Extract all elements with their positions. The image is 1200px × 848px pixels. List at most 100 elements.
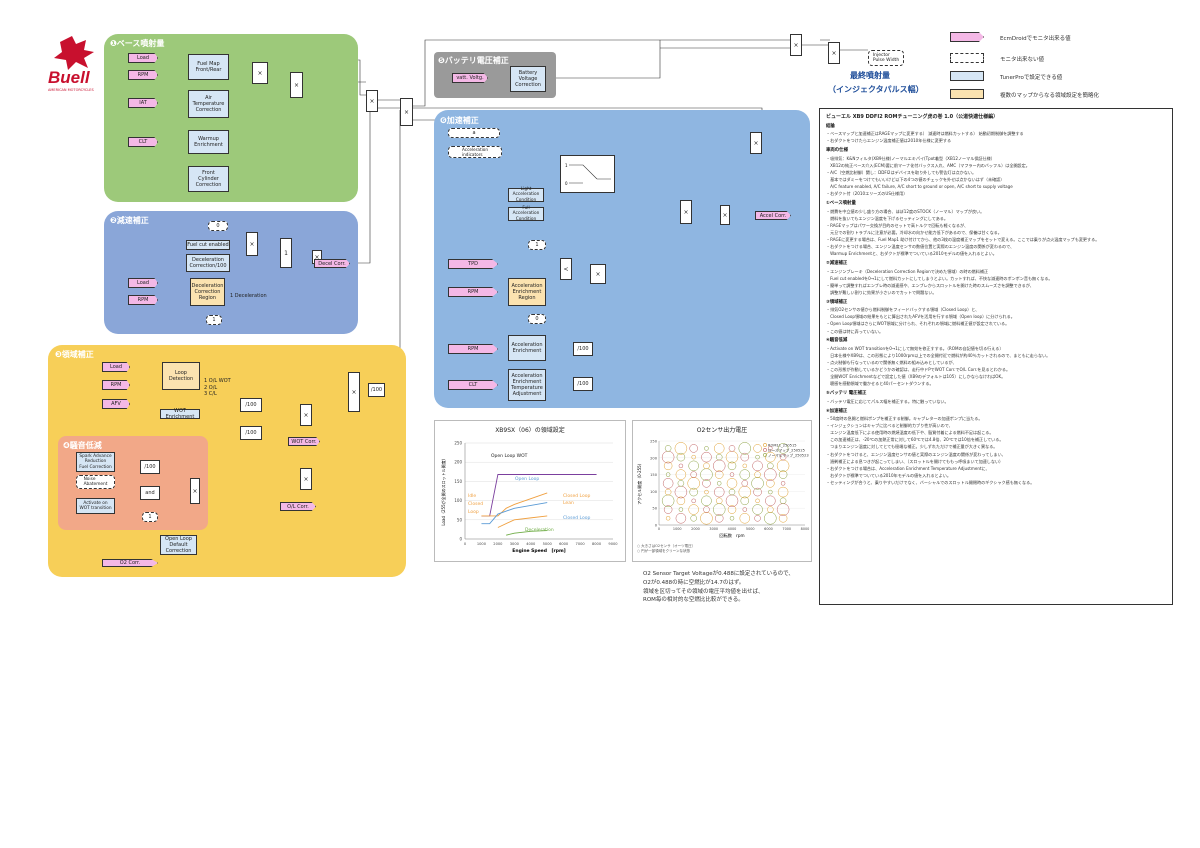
notes-line: ・この形態が作動しているかどうかの確認は、走行中ドPでWOT Corr.でO/L… [826,367,1011,373]
series-line-3 [481,502,548,525]
y-axis-label: Load（255が全開のスロットル開度） [440,456,446,525]
accel-mult-2: × [680,200,692,224]
x-tick-label: 8000 [592,542,602,546]
notes-line: 過剰補正による息つきが起こってしまい、（スロットルを開けてももっ呼吸まいて加速し… [826,458,1004,464]
series-line-4 [506,530,548,536]
notes-line: ・右ダクトをつける場合は、Acceleration Enrichment Tem… [826,465,990,471]
bubble-mark [754,471,761,478]
winged-lion-icon [54,36,94,70]
notes-line: A/C feature enabled, A/C failure, A/C sh… [826,184,1013,190]
bubble-mark [764,468,777,481]
accel-mult-4: × [750,132,762,154]
x-tick-label: 7000 [576,542,586,546]
region-div100-a: /100 [240,398,262,412]
bubble-mark [687,477,700,490]
legend-entry: ローズマップ_250525 [768,448,805,453]
chart-annotation: Idle [468,493,476,499]
bubble-mark [740,452,750,462]
x-tick-label: 0 [464,542,467,546]
notes-heading: 車両の仕様 [826,148,848,154]
bubble-mark [665,472,671,477]
panel-decel-title: ❷減速補正 [110,216,149,225]
bubble-mark [766,479,775,488]
region-chart-title: XB9SX（06）の領域設定 [495,427,565,434]
bubble-mark [678,507,684,512]
bubble-mark [663,505,673,514]
accel-corr-output: Accel Corr. [755,211,791,220]
notes-line: ・Open Loop領域はさらにWOT領域に分けられ、それぞれの領域に燃料補正値… [826,321,1010,327]
region-chart-note-line: ROM毎の相対的な空燃比比較ができる。 [643,597,744,604]
notes-line: この加速補正は、-20℃の加熱正常に対して60℃では4.8倍、20℃では10倍を… [826,437,1004,443]
region-load-signal: Load [102,362,130,372]
full-accel-condition: Full Acceleration Condition [508,206,544,222]
y-tick-label: 50 [457,517,463,522]
bubble-mark [700,468,713,481]
x-tick-label: 8000 [801,527,810,531]
legend-label-ecmdroid: EcmDroidでモニタ出来る値 [1000,36,1071,42]
region-chart-note-line: 領域を区切ってその領域の電圧平均値を出せば、 [643,588,764,595]
noise-one-const: 1 [142,512,158,522]
notes-line: Closed Loop領域の結果をもとに算出されたAFVを活用を行する領域（Op… [826,314,1015,320]
bubble-mark [713,486,725,498]
chart-note: ○ 大きさはO2センサ（オーツ電圧） [637,543,695,548]
bubble-mark [674,485,688,499]
bubble-mark [777,486,789,498]
legend-entry: ノーマルマップ_250523 [768,453,809,458]
chart-annotation: Closed Loop [563,493,590,499]
bubble-mark [714,470,724,479]
wot-corr-output: WOT Corr. [288,437,320,446]
panel-accel-enrichment [434,110,810,408]
accel-input-a: a [448,128,500,138]
notes-line: XB12の純正ベース介入(ECM)要に前マーナ化付バックス入れ、AMC（マフラー… [826,162,1030,168]
multiplier-2: × [290,72,303,98]
y-tick-label: 100 [650,490,658,494]
notes-line: ・点火制御も行なっているので関係無く燃料の組み込みとしているが、 [826,360,957,366]
bubble-mark [725,450,739,464]
decel-corr-output: Decel Corr. [314,259,350,268]
legend-label-tunerpro: TunerProで設定できる値 [1000,75,1063,81]
bubble-mark [704,446,709,451]
region-chart-note-line: O2が0.488の時に空燃比が14.7のはず。 [643,579,745,586]
notes-line: 元旦での割りトラブルに注意が必要。冷却水の向かせ能力低下があるので、保養は甘くな… [826,229,1002,235]
x-tick-label: 4000 [728,527,737,531]
multiplier-3: × [366,90,378,112]
accel-compare: < [560,258,572,280]
legend-marker [763,443,767,447]
y-tick-label: 100 [454,498,462,503]
bubble-mark [675,513,687,524]
bubble-mark [779,453,787,461]
bubble-mark [764,512,777,525]
x-tick-label: 7000 [782,527,791,531]
accel-mult-1: × [590,264,606,284]
notes-heading: ①ベース噴射量 [826,201,856,207]
region-mult-2: × [300,468,312,490]
light-accel-condition: Light Acceleration Condition [508,187,544,203]
bubble-mark [713,443,725,454]
bubble-mark [689,487,698,497]
region-div100-c: /100 [368,383,385,397]
notes-line: ・エンジンブレーキ（Deceleration Correction Region… [826,268,989,274]
bubble-mark [663,461,673,471]
series-line-1 [481,492,548,517]
panel-accel-title: ❻加速補正 [440,116,479,125]
bubble-mark [728,488,736,496]
x-tick-label: 3000 [709,527,718,531]
buell-logo: Buell AMERICAN MOTORCYCLES [48,34,100,94]
x-tick-label: 1000 [673,527,682,531]
notes-line: ・右ダクトをつける場合、エンジン温度センサの数値位置と実際のエンジン温度の関係が… [826,244,1015,250]
front-cylinder-correction-block: Front Cylinder Correction [188,166,229,192]
bubble-mark [691,454,696,460]
bubble-mark [728,445,736,452]
y-tick-label: 250 [650,440,658,444]
notes-line: ・この値は特に弄っていない。 [826,328,884,334]
bubble-mark [727,461,737,471]
open-loop-default-correction: Open Loop Default Correction [160,535,197,555]
panel-base-title: ❶ベース噴射量 [110,39,165,48]
decel-one-label: 1 Deceleration [230,293,267,299]
bubble-mark [674,442,688,455]
final-multiplier-2: × [828,42,840,64]
notes-line: ・Activate on WOT transitionを0→1にして無効を修正す… [826,345,1004,351]
